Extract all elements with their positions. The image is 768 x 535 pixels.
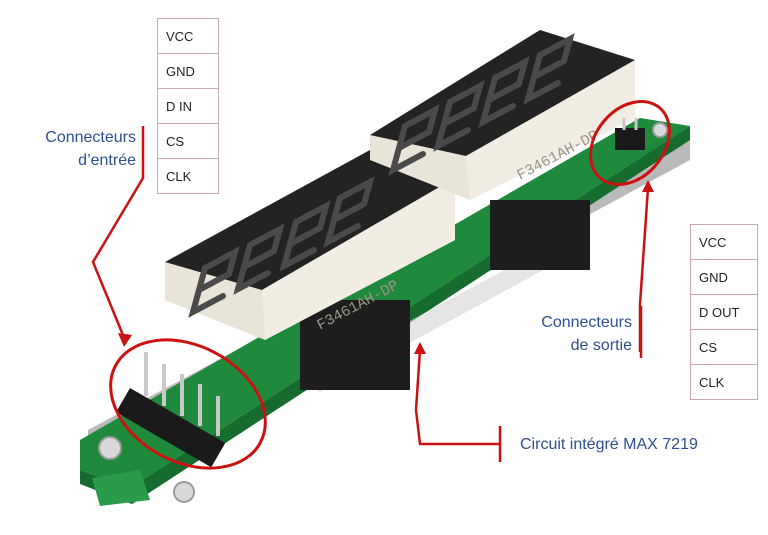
- output-pin-table: VCC GND D OUT CS CLK: [690, 224, 758, 400]
- mounting-hole-right: [652, 122, 668, 138]
- table-row: D OUT: [690, 294, 758, 330]
- mounting-hole-left-lower: [173, 481, 195, 503]
- ic-leader-arrow: [414, 342, 426, 354]
- input-label-line1: Connecteurs: [45, 129, 136, 146]
- input-pin-table: VCC GND D IN CS CLK: [157, 18, 219, 194]
- ic-leader-line: [414, 349, 500, 446]
- table-row: CLK: [157, 158, 219, 194]
- output-label-line2: de sortie: [570, 337, 632, 354]
- input-connector-highlight: [109, 338, 267, 470]
- ic-pins: [300, 200, 590, 390]
- pin-label: D OUT: [690, 294, 758, 330]
- pin-label: D IN: [157, 88, 219, 124]
- pin-label: CS: [157, 123, 219, 159]
- table-row: D IN: [157, 88, 219, 124]
- input-leader-line: [91, 126, 145, 341]
- pin-label: CLK: [690, 364, 758, 400]
- table-row: GND: [690, 259, 758, 295]
- table-row: VCC: [690, 224, 758, 260]
- output-header-pins: [615, 118, 645, 150]
- pin-label: VCC: [690, 224, 758, 260]
- table-row: GND: [157, 53, 219, 89]
- table-row: VCC: [157, 18, 219, 54]
- output-leader-arrow: [642, 180, 654, 192]
- segment-digits: [188, 33, 575, 318]
- pin-label: CS: [690, 329, 758, 365]
- table-row: CS: [690, 329, 758, 365]
- output-connector-label: Connecteurs de sortie: [500, 311, 632, 357]
- output-label-line1: Connecteurs: [541, 314, 632, 331]
- input-label-line2: d’entrée: [78, 152, 136, 169]
- input-leader-arrow: [118, 333, 132, 347]
- ic-label: Circuit intégré MAX 7219: [520, 436, 698, 453]
- output-connector-highlight: [589, 100, 671, 186]
- pin-label: GND: [690, 259, 758, 295]
- input-connector-label: Connecteurs d’entrée: [10, 126, 136, 172]
- table-row: CS: [157, 123, 219, 159]
- mounting-hole-left: [98, 436, 122, 460]
- table-row: CLK: [690, 364, 758, 400]
- pin-label: GND: [157, 53, 219, 89]
- pin-label: CLK: [157, 158, 219, 194]
- input-header-pins: [116, 352, 226, 468]
- pin-label: VCC: [157, 18, 219, 54]
